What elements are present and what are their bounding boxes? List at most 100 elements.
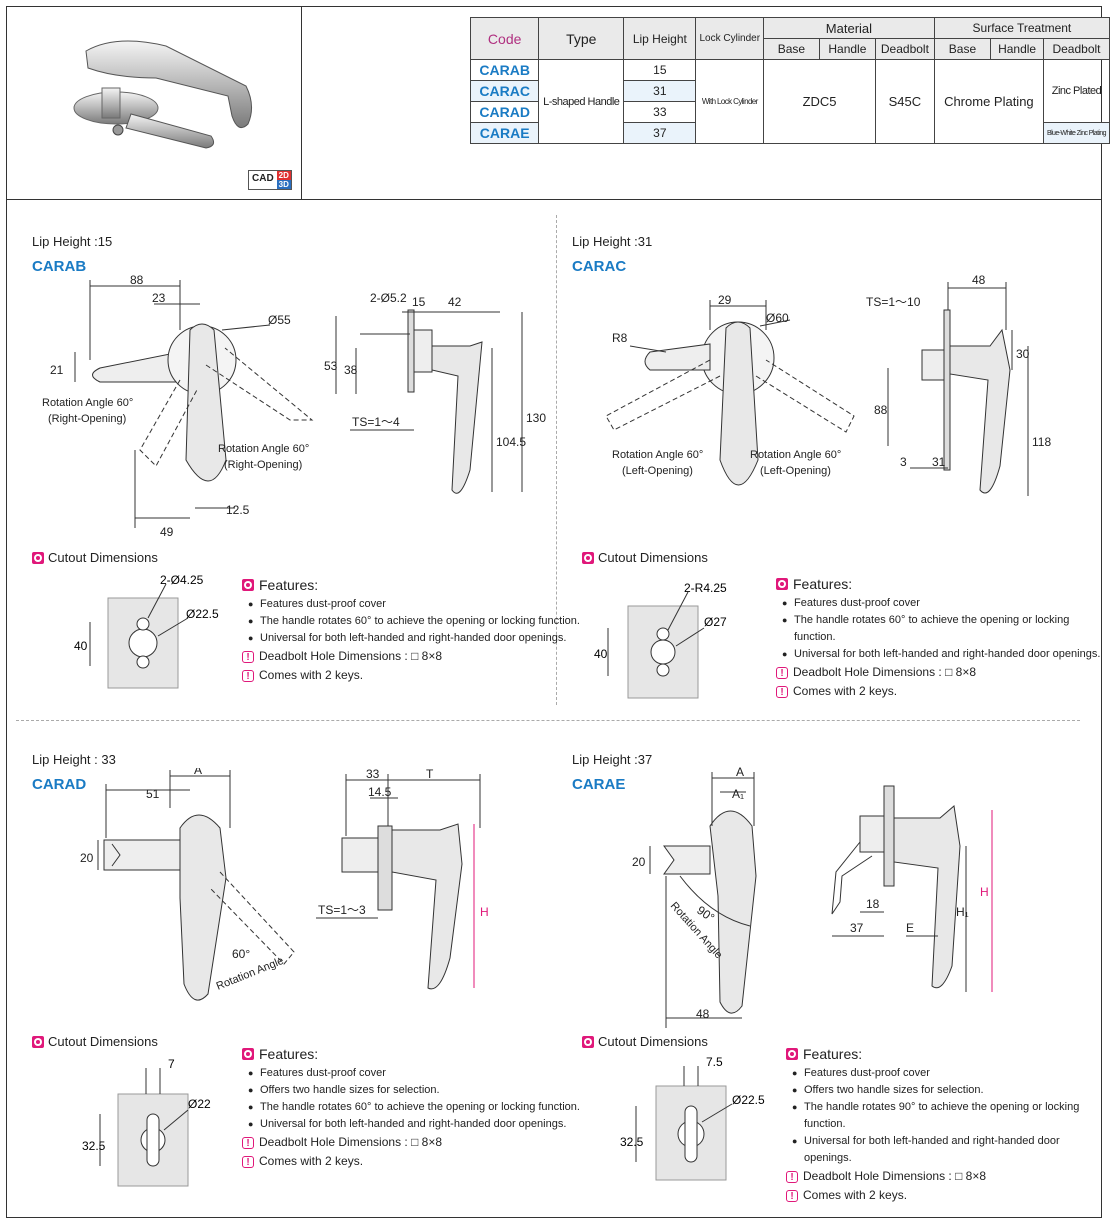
carac-dim-30: 30 (1016, 347, 1030, 361)
carae-dim-h: H (980, 885, 989, 899)
carac-note-2: Comes with 2 keys. (793, 684, 898, 698)
deadbolt-surface-2: Blue-White Zinc Plating (1042, 122, 1110, 144)
carab-rot-right-2: (Right-Opening) (224, 459, 302, 471)
carad-cutout-title: Cutout Dimensions (32, 1034, 158, 1049)
th-surface-treatment: Surface Treatment (933, 17, 1110, 39)
carab-dim-88: 88 (130, 273, 144, 287)
carac-features: Features: Features dust-proof cover The … (776, 576, 1110, 701)
product-photo (73, 40, 252, 149)
carae-cut-w: 7.5 (706, 1055, 723, 1069)
carac-dim-ts: TS=1～10 (866, 295, 921, 309)
carac-cut-h: 40 (594, 647, 608, 661)
carab-dim-53: 53 (324, 359, 338, 373)
carad-dim-t: T (426, 768, 434, 781)
carab-cut-holes: 2-Ø4.25 (160, 573, 204, 587)
deadbolt-material-value: S45C (875, 59, 935, 144)
carab-cut-h: 40 (74, 639, 88, 653)
th-material: Material (763, 17, 935, 39)
carae-note-1: Deadbolt Hole Dimensions : □ 8×8 (803, 1169, 987, 1183)
carab-rot-left-2: (Right-Opening) (48, 413, 126, 425)
carad-code: CARAD (32, 776, 87, 793)
carae-dim-e: E (906, 921, 914, 935)
carab-rot-left-1: Rotation Angle 60° (42, 397, 133, 409)
carab-lip-height: Lip Height :15 (32, 234, 113, 249)
row-lip-carab: 15 (623, 59, 697, 81)
carae-note-2: Comes with 2 keys. (803, 1188, 908, 1202)
carab-cutout-drawing: 2-Ø4.25 Ø22.5 40 (74, 573, 219, 689)
row-lip-carad: 33 (623, 101, 697, 123)
carab-features-title: Features: (259, 577, 319, 593)
carab-note-1: Deadbolt Hole Dimensions : □ 8×8 (259, 649, 443, 663)
carab-feature-3: Universal for both left-handed and right… (248, 630, 580, 647)
type-value: L-shaped Handle (538, 59, 625, 144)
carad-lip-height: Lip Height : 33 (32, 752, 116, 767)
th-surface-base: Base (933, 38, 992, 60)
features-icon (776, 578, 788, 590)
carac-dim-r8: R8 (612, 331, 628, 345)
carac-lip-height: Lip Height :31 (572, 234, 653, 249)
carab-dim-ts: TS=1～4 (352, 415, 400, 429)
carac-feature-2: The handle rotates 60° to achieve the op… (782, 612, 1110, 646)
carae-cutout-title: Cutout Dimensions (582, 1034, 708, 1049)
carae-code: CARAE (572, 776, 626, 793)
cad-label: CAD (249, 171, 277, 189)
info-icon: ! (242, 1136, 254, 1149)
carae-features-title: Features: (803, 1046, 863, 1062)
cutout-icon (582, 1035, 594, 1048)
row-code-carae: CARAE (469, 122, 540, 144)
info-icon: ! (786, 1189, 798, 1202)
carab-code: CARAB (32, 258, 87, 275)
top-vertical-dashed-divider (556, 215, 557, 705)
carac-dim-31: 31 (932, 455, 946, 469)
carab-cutout-label: Cutout Dimensions (48, 550, 158, 565)
info-icon: ! (242, 669, 254, 682)
lock-value: With Lock Cylinder (695, 59, 765, 144)
carac-cutout-label: Cutout Dimensions (598, 550, 708, 565)
carad-feature-4: Universal for both left-handed and right… (248, 1116, 580, 1133)
row-lip-carae: 37 (623, 122, 697, 144)
carac-dim-3: 3 (900, 455, 907, 469)
carab-note-2: Comes with 2 keys. (259, 668, 364, 682)
cutout-icon (32, 1035, 44, 1048)
carac-dim-48: 48 (972, 273, 986, 287)
carac-feature-1: Features dust-proof cover (782, 595, 1110, 612)
carad-note-2: Comes with 2 keys. (259, 1154, 364, 1168)
carab-cut-dia: Ø22.5 (186, 607, 219, 621)
carae-dim-37: 37 (850, 921, 864, 935)
th-surface-deadbolt: Deadbolt (1042, 38, 1110, 60)
carab-features: Features: Features dust-proof cover The … (242, 577, 580, 685)
carab-dim-12-5: 12.5 (226, 503, 250, 517)
th-surface-handle: Handle (990, 38, 1044, 60)
carab-cutout-title: Cutout Dimensions (32, 550, 158, 565)
carac-features-title: Features: (793, 576, 853, 592)
carad-dim-20: 20 (80, 851, 94, 865)
carad-cut-dia: Ø22 (188, 1097, 211, 1111)
th-material-base: Base (763, 38, 820, 60)
row-code-carac: CARAC (469, 80, 540, 102)
carad-cutout-label: Cutout Dimensions (48, 1034, 158, 1049)
carad-feature-1: Features dust-proof cover (248, 1065, 580, 1082)
carad-cut-h: 32.5 (82, 1139, 106, 1153)
carab-dim-42: 42 (448, 295, 462, 309)
carad-note-1: Deadbolt Hole Dimensions : □ 8×8 (259, 1135, 443, 1149)
features-icon (786, 1048, 798, 1060)
carac-drawing: 29 Ø60 R8 Rotation Angle 60° (Left-Openi… (605, 273, 1051, 496)
carac-cutout-drawing: 2-R4.25 Ø27 40 (594, 581, 727, 699)
info-icon: ! (242, 1155, 254, 1168)
carac-rot-left-2: (Left-Opening) (622, 465, 693, 477)
carad-drawing: A 51 20 60° Rotation Angle 33 T 14.5 TS=… (80, 768, 489, 1001)
carab-dim-15: 15 (412, 295, 426, 309)
info-icon: ! (776, 685, 788, 698)
row-lip-carac: 31 (623, 80, 697, 102)
surface-value: Chrome Plating (933, 59, 1044, 144)
carae-feature-3: The handle rotates 90° to achieve the op… (792, 1099, 1110, 1133)
carac-rot-left-1: Rotation Angle 60° (612, 449, 703, 461)
carae-drawing: A A₁ 20 90° Rotation Angle 48 18 37 E H₁… (632, 766, 993, 1028)
carae-dim-a1: A₁ (732, 787, 744, 801)
th-material-handle: Handle (818, 38, 877, 60)
carae-features: Features: Features dust-proof cover Offe… (786, 1046, 1110, 1205)
carae-rot-deg: 90° (694, 903, 717, 925)
carac-dim-118: 118 (1032, 435, 1051, 449)
carae-dim-a: A (736, 766, 744, 779)
